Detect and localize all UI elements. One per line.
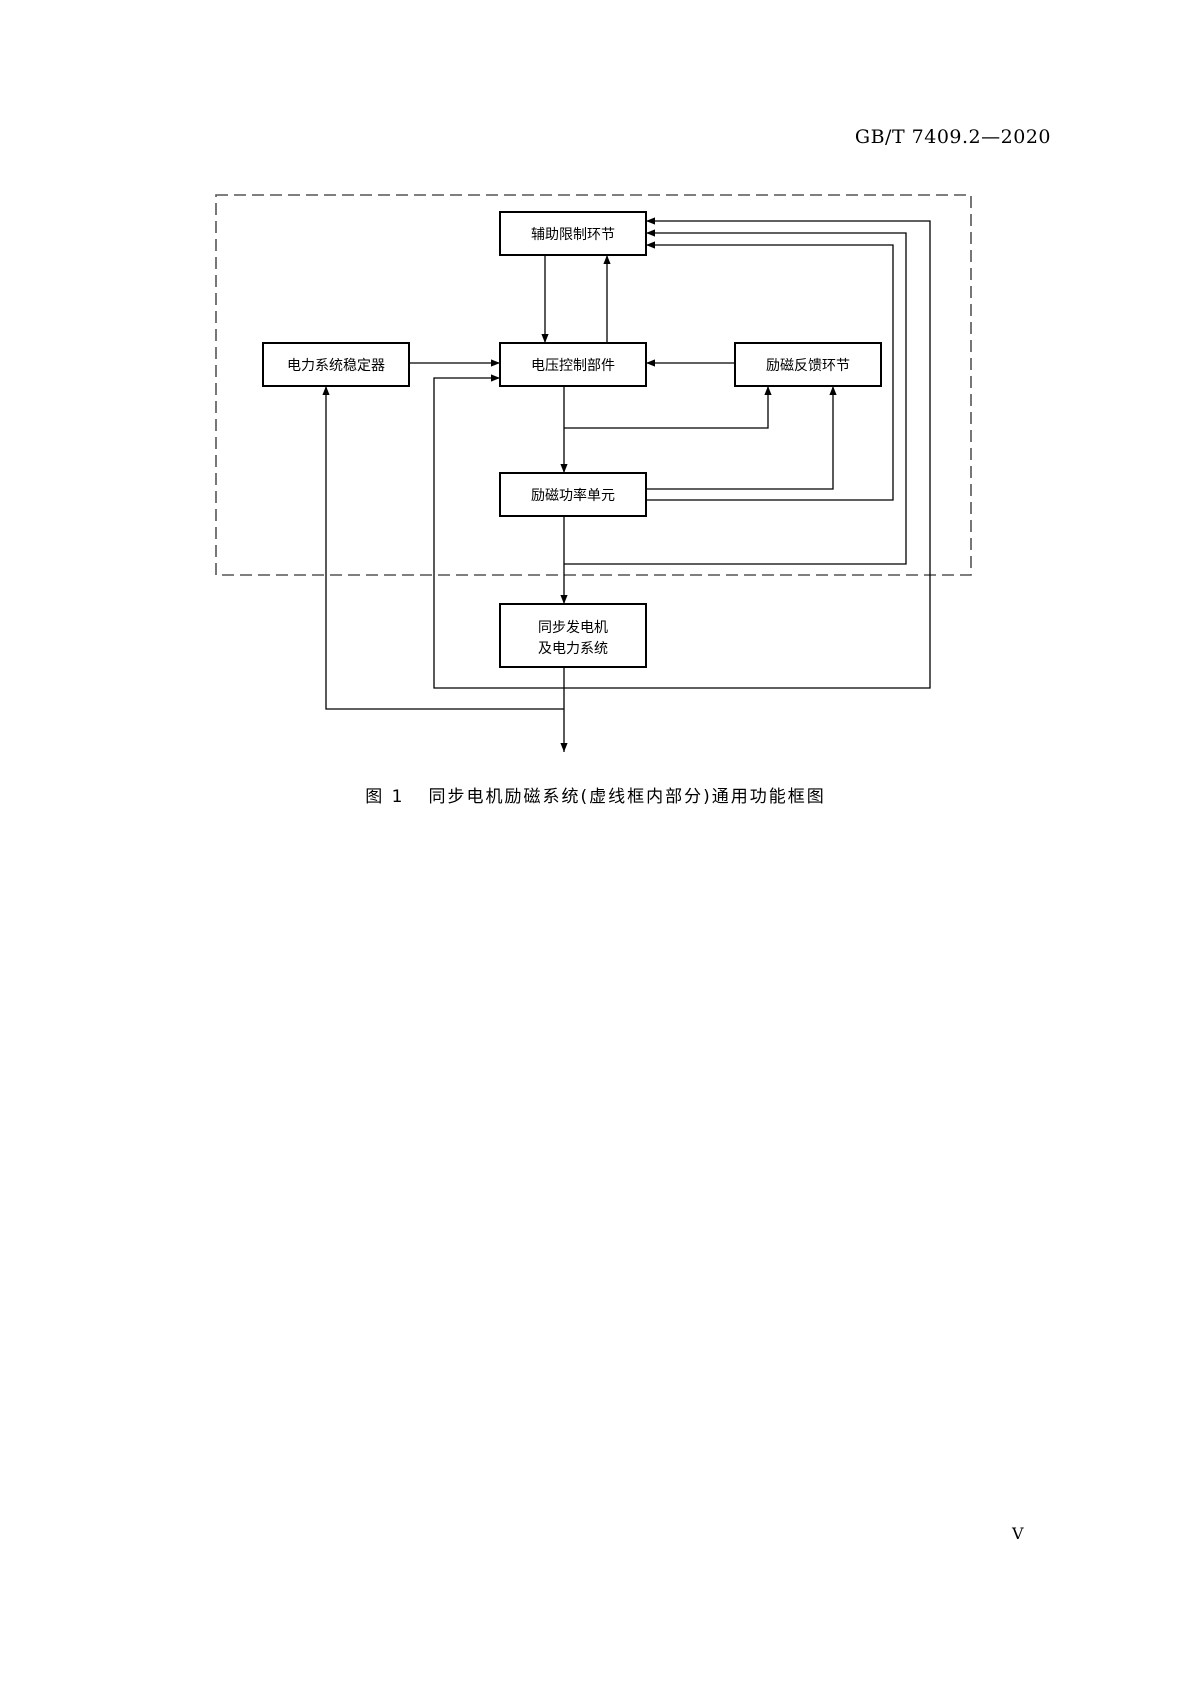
block-aux-limit-label: 辅助限制环节 [531, 227, 615, 243]
arrow-pu-to-fb [646, 386, 837, 490]
arrow-vc-to-fb [564, 386, 772, 429]
arrow-gen-to-vc [433, 374, 564, 689]
block-feedback: 励磁反馈环节 [734, 342, 882, 387]
block-voltage-control-label: 电压控制部件 [531, 358, 615, 374]
block-pss: 电力系统稳定器 [262, 342, 410, 387]
block-generator-label-2: 及电力系统 [538, 641, 608, 657]
block-pss-label: 电力系统稳定器 [287, 358, 385, 374]
block-power-unit-label: 励磁功率单元 [531, 487, 615, 504]
figure-caption: 图 1 同步电机励磁系统(虚线框内部分)通用功能框图 [0, 782, 1191, 807]
figure-number: 图 1 [365, 787, 405, 807]
block-aux-limit: 辅助限制环节 [499, 211, 647, 256]
block-power-unit: 励磁功率单元 [499, 472, 647, 517]
arrow-gen-to-pss [322, 386, 564, 710]
page-number: V [1012, 1524, 1024, 1543]
block-voltage-control: 电压控制部件 [499, 342, 647, 387]
standard-code: GB/T 7409.2—2020 [854, 126, 1051, 148]
block-feedback-label: 励磁反馈环节 [766, 358, 850, 374]
excitation-system-block-diagram: 辅助限制环节 电力系统稳定器 电压控制部件 励磁反馈环节 励磁功率单元 同步发电… [215, 194, 972, 752]
block-generator: 同步发电机 及电力系统 [499, 603, 647, 668]
arrow-pu-out-to-aux [564, 229, 907, 565]
block-generator-label-1: 同步发电机 [538, 620, 608, 636]
excitation-system-boundary [215, 194, 972, 576]
figure-title: 同步电机励磁系统(虚线框内部分)通用功能框图 [428, 787, 826, 807]
arrow-gen-to-aux [564, 217, 931, 689]
arrow-pu-to-aux [646, 241, 894, 501]
